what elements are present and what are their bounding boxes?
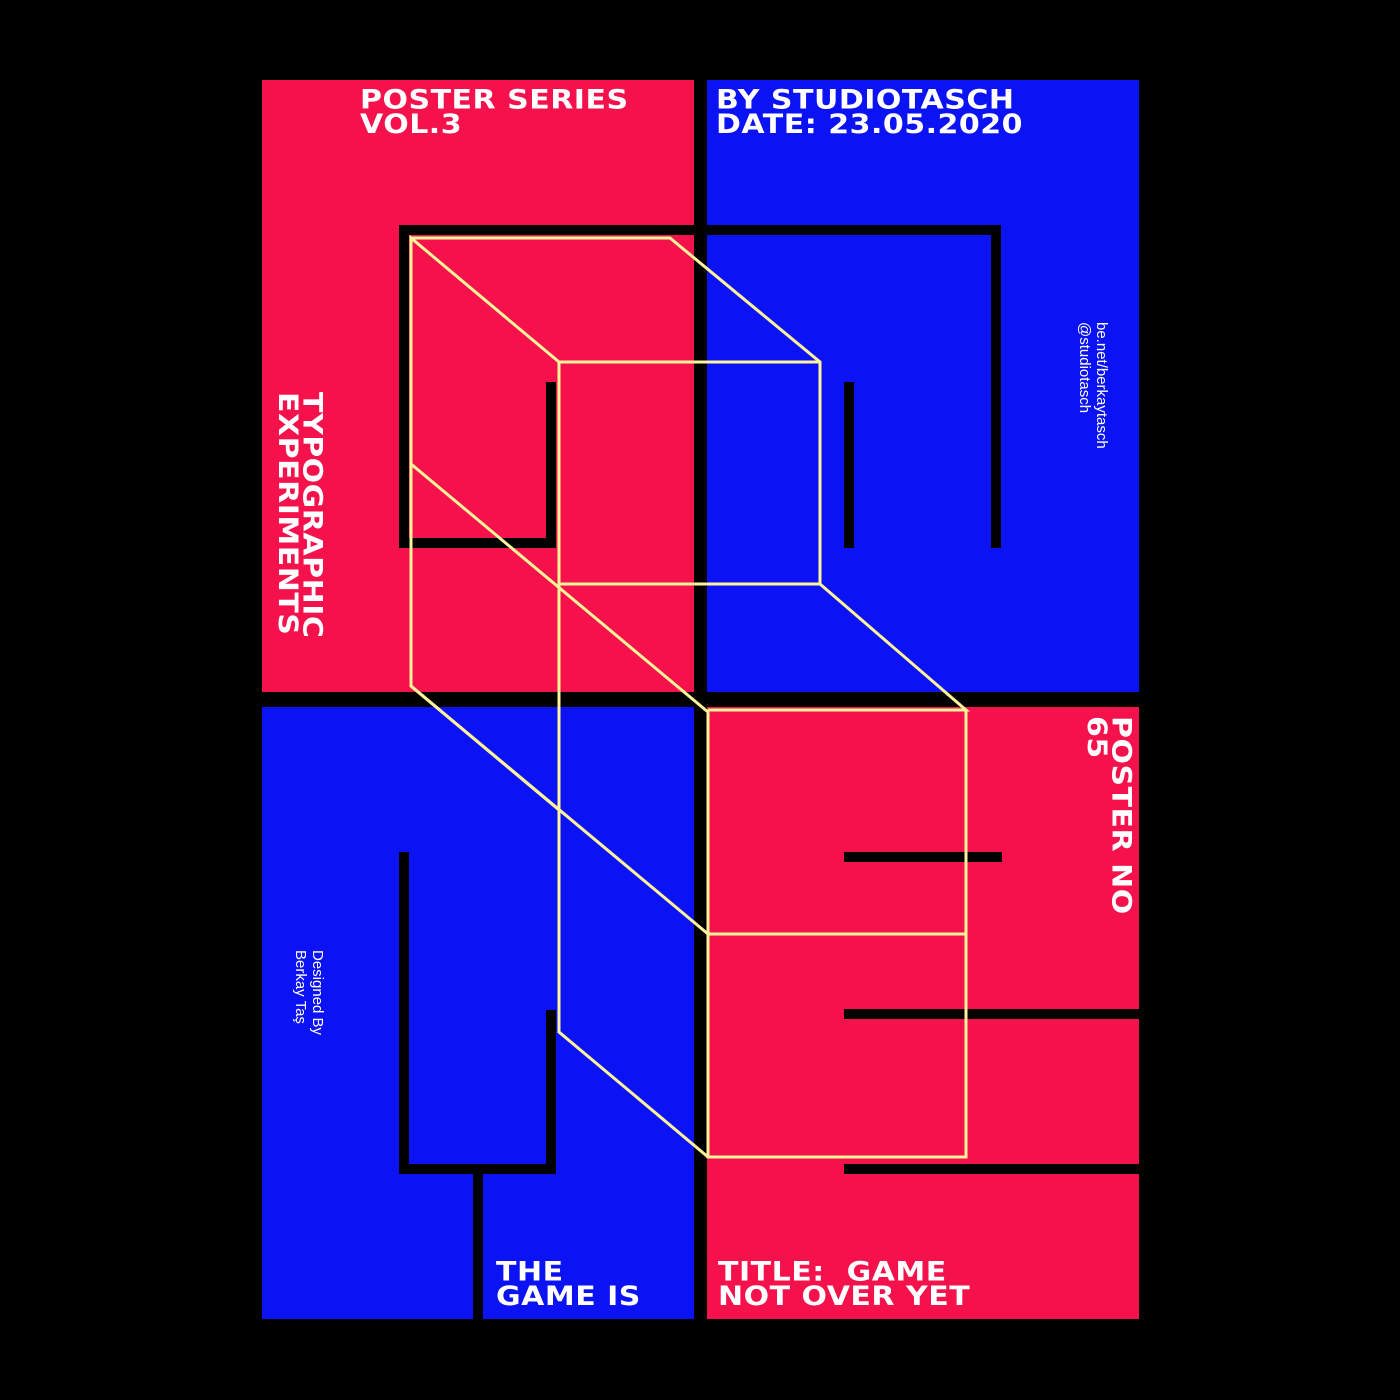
side-line-1: TYPOGRAPHIC xyxy=(296,392,328,639)
outline-spine xyxy=(557,584,709,1159)
title-part-2-line-2: NOT OVER YET xyxy=(718,1280,971,1313)
series-line-2: VOL.3 xyxy=(360,108,463,141)
date-line: DATE: 23.05.2020 xyxy=(716,108,1023,141)
author-date-heading: BY STUDIOTASCH DATE: 23.05.2020 xyxy=(716,84,1023,141)
links-label: be.net/berkaytasch @studiotasch xyxy=(1076,322,1110,449)
panel-top-left xyxy=(262,80,694,692)
title-part-1-line-1: THE xyxy=(496,1256,564,1288)
title-part-1: THE GAME IS xyxy=(496,1256,641,1313)
letter-a-stroke xyxy=(700,225,1001,548)
outline-long-diagonal xyxy=(410,684,709,936)
panel-top-right xyxy=(707,80,1139,692)
yellow-outline-shape xyxy=(409,234,971,1159)
title-part-2-line-1: TITLE: GAME xyxy=(718,1256,947,1288)
title-part-1-line-2: GAME IS xyxy=(496,1280,641,1313)
series-line-1: POSTER SERIES xyxy=(360,84,629,116)
side-line-2: EXPERIMENTS xyxy=(271,392,304,636)
credit-line-1: Designed By xyxy=(309,950,326,1036)
letter-g-inner-stroke xyxy=(404,382,556,548)
outline-upper-box xyxy=(409,234,822,812)
instagram-handle-text: @studiotasch xyxy=(1076,322,1093,414)
series-heading: POSTER SERIES VOL.3 xyxy=(360,84,629,141)
poster-number-label: POSTER NO 65 xyxy=(1081,716,1137,915)
designer-credit: Designed By Berkay Taş xyxy=(292,950,326,1035)
credit-line-2: Berkay Taş xyxy=(292,950,309,1024)
title-part-2: TITLE: GAME NOT OVER YET xyxy=(718,1256,971,1313)
typographic-experiments-label: TYPOGRAPHIC EXPERIMENTS xyxy=(271,392,328,639)
black-letter-strokes xyxy=(399,225,1139,1319)
letter-g-stroke xyxy=(399,225,704,548)
outline-right-diagonal xyxy=(708,582,971,712)
letter-m-stroke xyxy=(399,852,556,1174)
poster-no-line-1: POSTER NO xyxy=(1105,716,1137,915)
author-line: BY STUDIOTASCH xyxy=(716,84,1015,116)
behance-link-text: be.net/berkaytasch xyxy=(1093,322,1110,449)
